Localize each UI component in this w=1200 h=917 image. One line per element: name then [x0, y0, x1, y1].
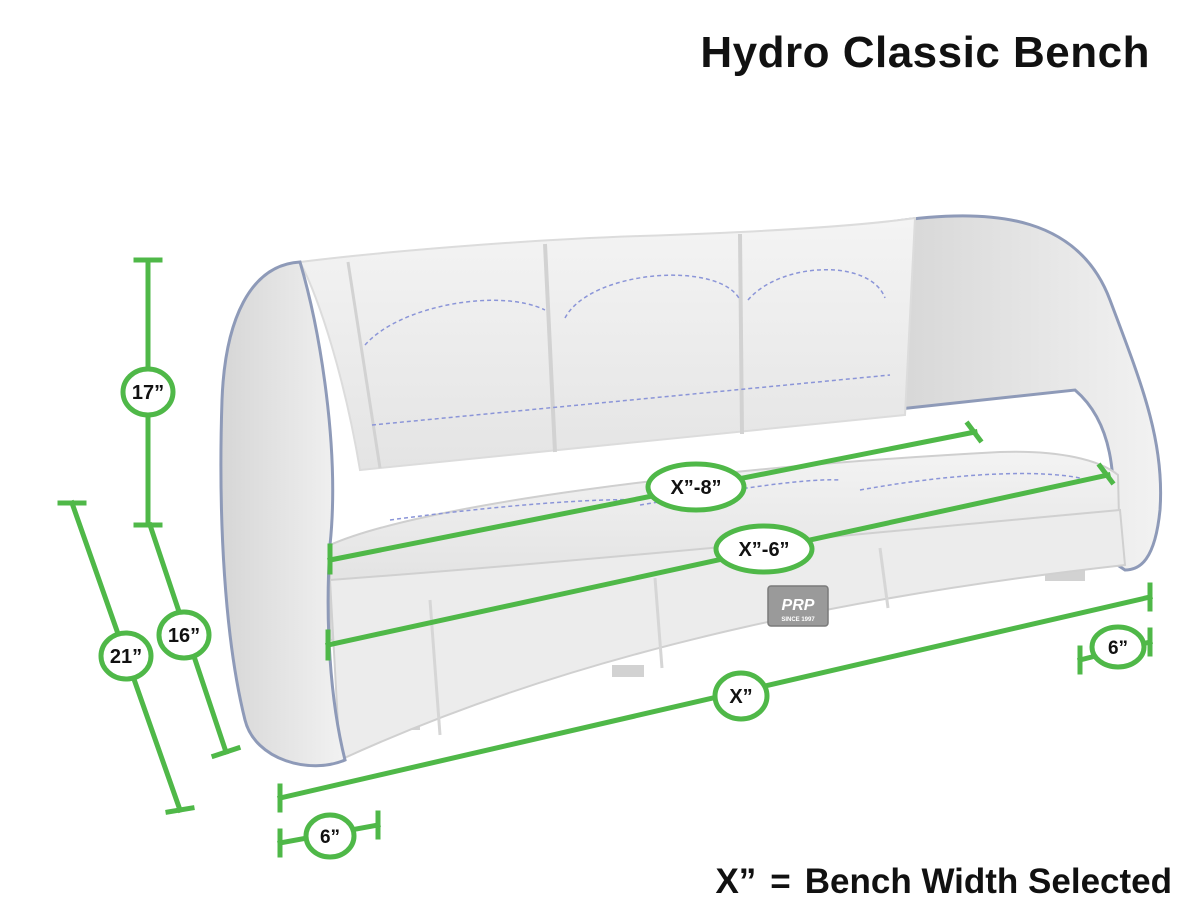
- page-title: Hydro Classic Bench: [700, 28, 1150, 77]
- backrest-seam: [738, 233, 744, 435]
- left-depth-value: 6”: [320, 827, 340, 848]
- bench-seat-illustration: PRP SINCE 1997: [219, 214, 1163, 768]
- bench-seat-front: [328, 508, 1127, 762]
- left-depth-label: 6”: [303, 812, 357, 860]
- seat-height-label: 16”: [156, 609, 212, 661]
- backrest-stitch-arch: [747, 269, 886, 301]
- overall-height-value: 21”: [110, 646, 142, 668]
- bench-backrest: [298, 216, 917, 472]
- seat-height-value: 16”: [168, 625, 200, 647]
- legend-equals: =: [770, 862, 791, 901]
- seat-width-dimension-line: [325, 472, 1111, 648]
- right-depth-label: 6”: [1089, 624, 1147, 670]
- seat-height-end-cap: [210, 744, 242, 760]
- back-width-end-cap: [964, 420, 984, 444]
- back-height-value: 17”: [132, 382, 164, 404]
- seat-stitch-line: [859, 472, 1081, 491]
- backrest-stitch-arch: [564, 274, 741, 319]
- seat-width-label: X”-6”: [713, 523, 815, 575]
- back-width-label: X”-8”: [645, 461, 747, 513]
- dimension-labels: 17” 16” 21” X”-8” X”-6” X”: [98, 366, 1147, 860]
- backrest-seam: [346, 261, 382, 469]
- bench-right-wing: [888, 214, 1163, 572]
- seat-width-value: X”-6”: [738, 539, 789, 561]
- seat-front-seam: [653, 577, 664, 669]
- bench-left-wing: [219, 260, 347, 768]
- overall-width-value: X”: [729, 686, 752, 708]
- backrest-seam: [543, 243, 557, 453]
- backrest-stitch-line: [371, 374, 891, 426]
- overall-width-label: X”: [712, 670, 770, 722]
- dimension-legend: X” = Bench Width Selected: [715, 862, 1172, 902]
- legend-text: Bench Width Selected: [804, 862, 1172, 901]
- seat-front-seam: [878, 547, 890, 609]
- back-height-label: 17”: [120, 366, 176, 418]
- back-width-value: X”-8”: [670, 477, 721, 499]
- logo-tagline: SINCE 1997: [781, 617, 815, 623]
- prp-logo: PRP SINCE 1997: [767, 585, 829, 627]
- right-depth-value: 6”: [1108, 638, 1128, 659]
- overall-height-end-cap: [165, 805, 195, 815]
- logo-brand: PRP: [782, 597, 815, 614]
- legend-symbol: X”: [715, 862, 757, 901]
- seat-width-end-cap: [1096, 462, 1116, 486]
- bench-foot: [612, 665, 644, 677]
- overall-height-label: 21”: [98, 630, 154, 682]
